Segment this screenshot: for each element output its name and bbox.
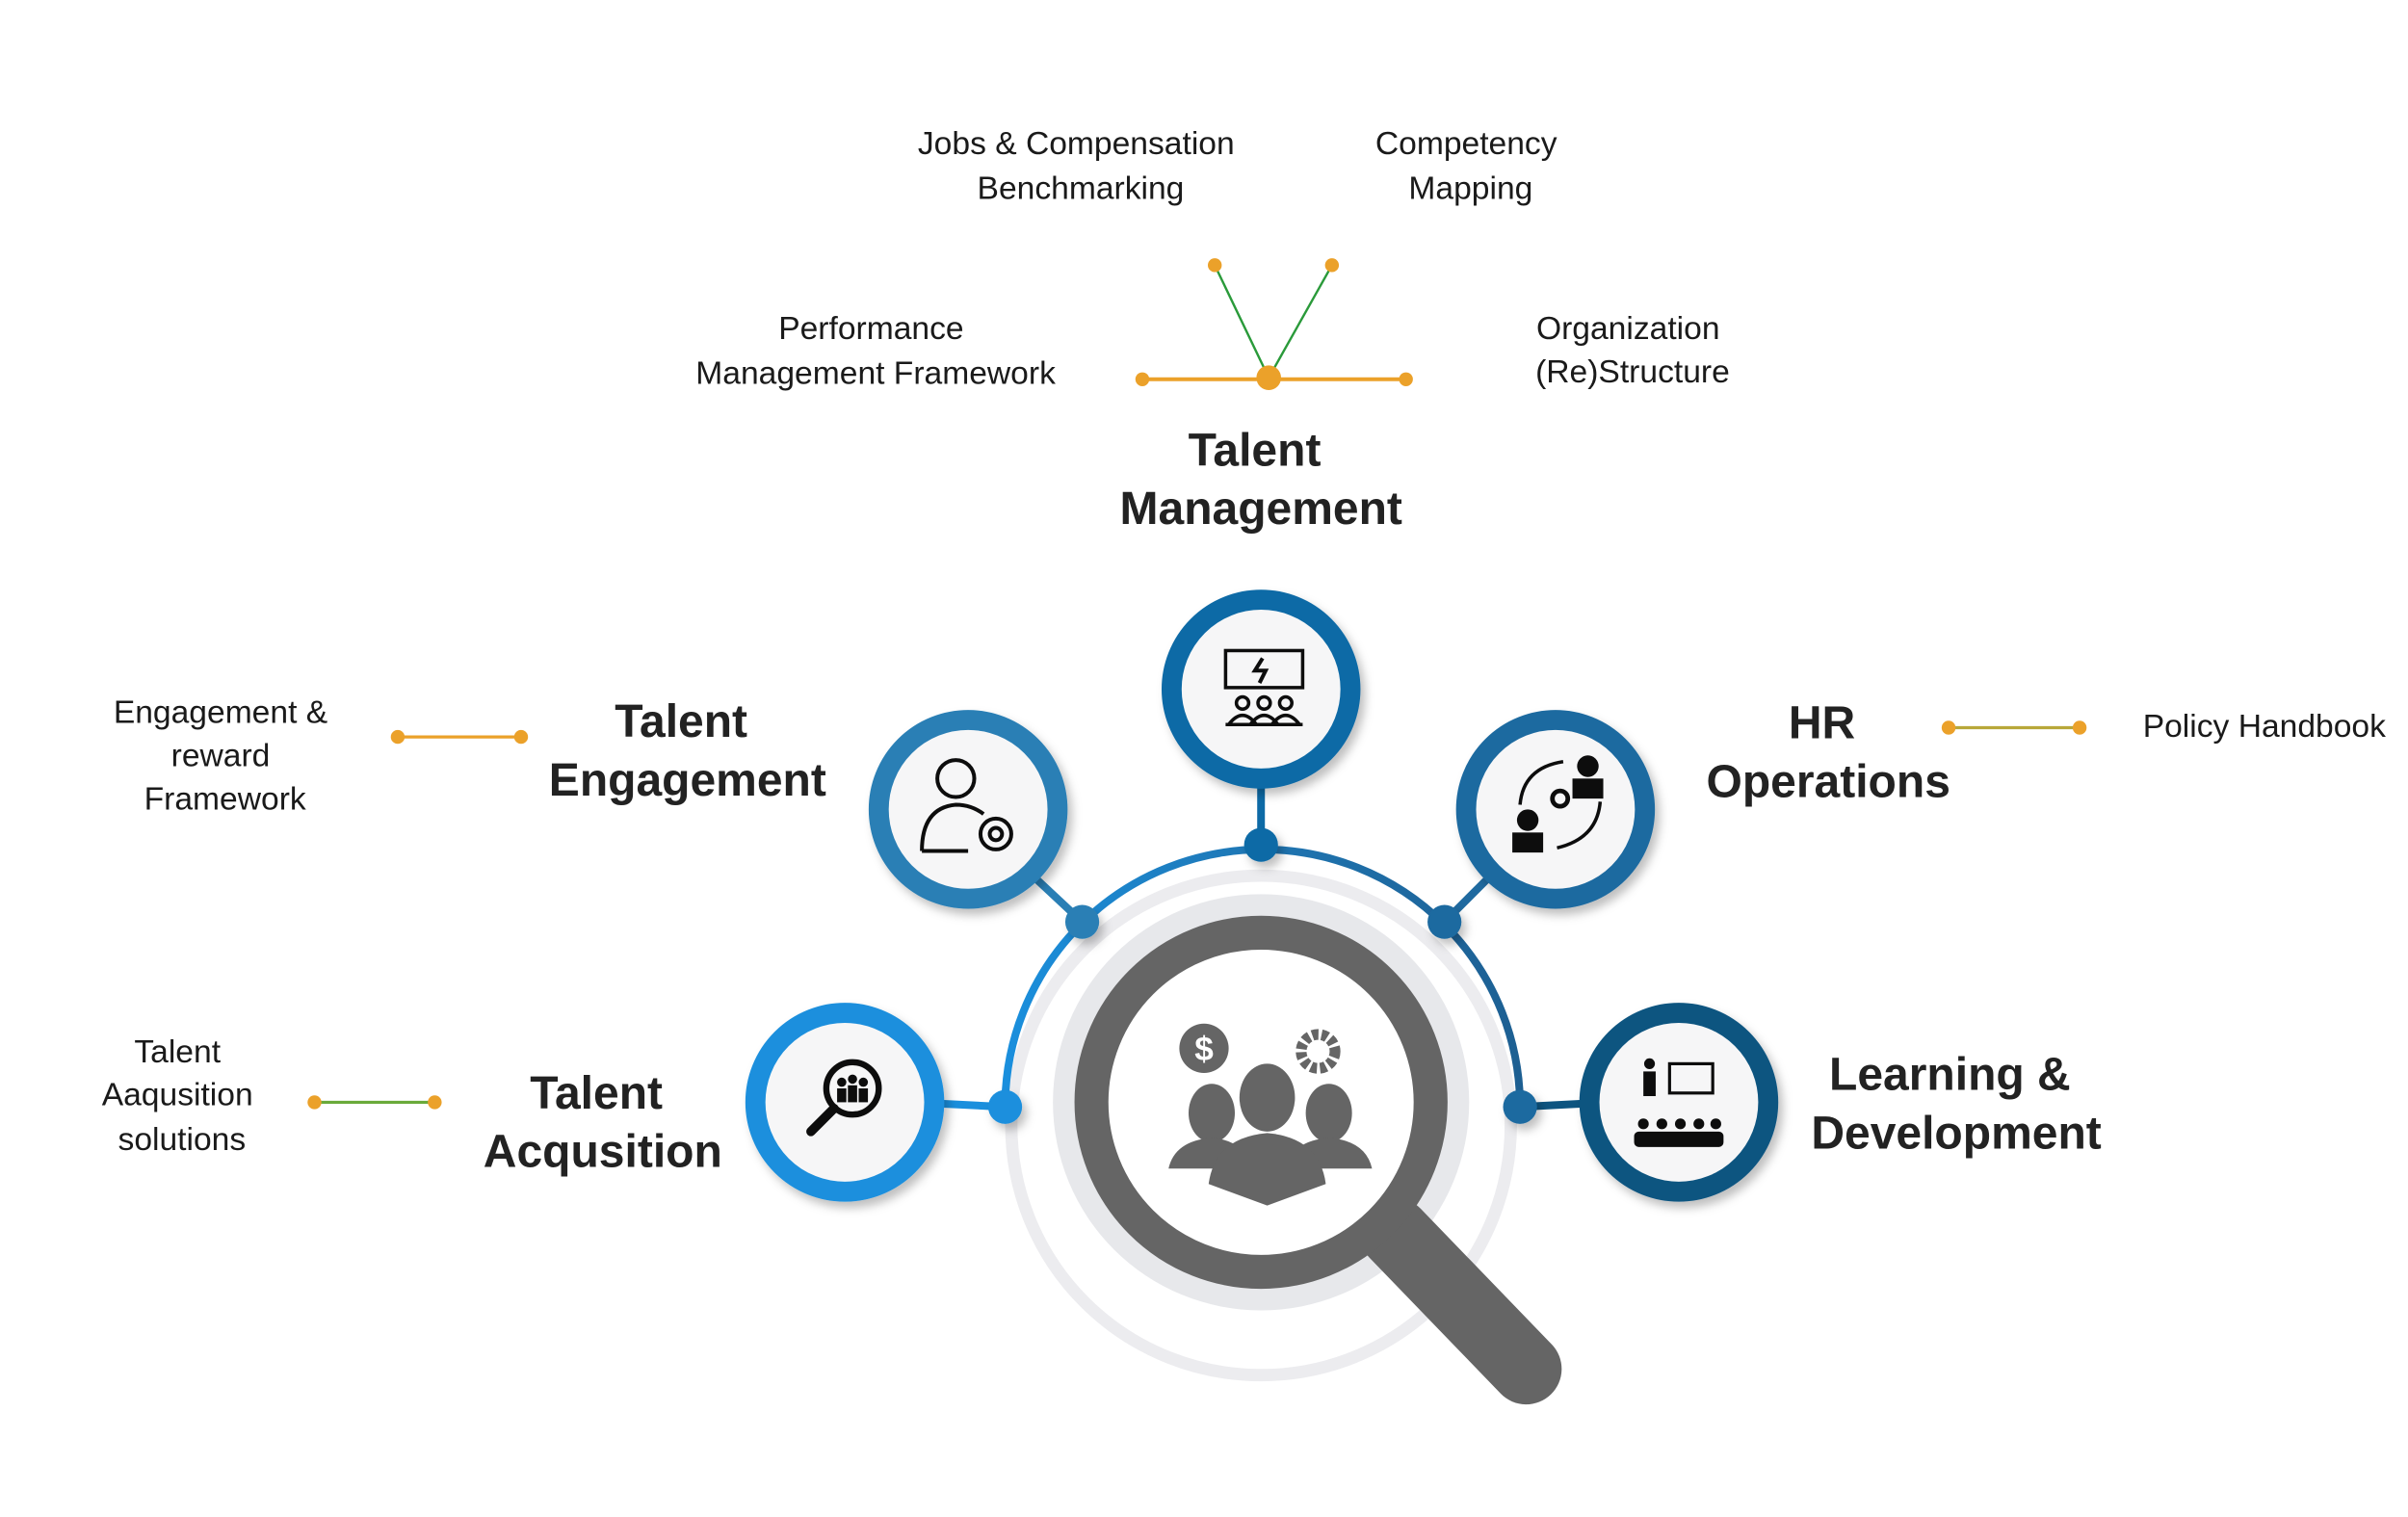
title-hr-operations: HR Operations [1707, 698, 1950, 808]
node-talent-management[interactable] [1161, 589, 1361, 789]
item-engagement-framework: Engagement & reward Framework [114, 695, 337, 818]
title-talent-engagement: Talent Engagement [549, 696, 826, 806]
item-policy-handbook: Policy Handbook [2143, 709, 2386, 745]
node-learning-development[interactable] [1579, 1003, 1779, 1202]
title-talent-acquisition: Talent Acqusition [484, 1068, 722, 1178]
node-talent-acquisition[interactable] [745, 1003, 945, 1202]
outer-ring [1005, 869, 1517, 1382]
title-talent-management: Talent Management [1120, 425, 1402, 535]
title-learning-development: Learning & Development [1811, 1050, 2101, 1160]
search-people-icon [806, 1059, 882, 1137]
user-gear-icon [920, 758, 1013, 853]
svg-text:$: $ [1194, 1031, 1214, 1068]
team-magnifier-icon: $ [1053, 894, 1562, 1405]
arc-dots [987, 827, 1537, 1124]
item-performance-framework: Performance Management Framework [695, 311, 1056, 391]
item-organization-restructure: Organization (Re)Structure [1535, 311, 1730, 390]
trainer-class-icon [1634, 1058, 1724, 1147]
engagement-connector [390, 729, 529, 745]
presentation-team-icon [1223, 648, 1305, 727]
node-hr-operations[interactable] [1455, 710, 1656, 909]
item-competency-mapping: Competency Mapping [1375, 126, 1566, 206]
item-jobs-compensation: Jobs & Compensation Benchmarking [918, 126, 1243, 206]
acquisition-connector [307, 1095, 442, 1110]
hr-connector [1941, 720, 2087, 735]
node-talent-engagement[interactable] [868, 710, 1068, 909]
people-exchange-icon [1512, 755, 1604, 853]
talent-management-tree [1135, 258, 1413, 390]
item-acquisition-solutions: Talent Aaqusition solutions [102, 1034, 262, 1158]
